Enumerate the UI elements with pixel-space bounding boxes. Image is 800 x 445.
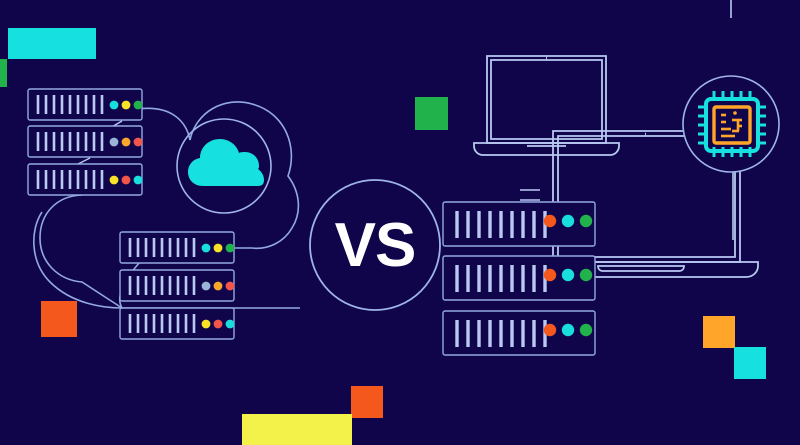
server-led (561, 214, 575, 228)
server-unit (27, 88, 143, 121)
vs-circle (309, 179, 441, 311)
deco-cyan-square-br (734, 347, 766, 379)
server-led (561, 268, 575, 282)
deco-cyan-bar-top-left (8, 28, 96, 59)
deco-green-strip-left (0, 59, 7, 87)
server-led (543, 268, 557, 282)
deco-yellow-bar-bottom (242, 414, 352, 445)
server-led (543, 214, 557, 228)
cloud-icon (188, 139, 264, 186)
deco-orange-square-left (41, 301, 77, 337)
server-unit (442, 201, 596, 247)
deco-orange-square-mid (351, 386, 383, 418)
server-led (109, 100, 119, 110)
server-unit (119, 307, 235, 340)
cloud-icon-circle (176, 118, 272, 214)
deco-green-square-top (415, 97, 448, 130)
server-led (543, 323, 557, 337)
server-led (579, 323, 593, 337)
chip-body (704, 97, 760, 153)
server-led (225, 281, 235, 291)
server-led (121, 175, 131, 185)
server-led (579, 214, 593, 228)
server-stack-right (442, 201, 596, 356)
server-stack-lower (119, 231, 235, 340)
server-unit (27, 125, 143, 158)
chip-core-detail (721, 113, 742, 138)
server-unit (442, 310, 596, 356)
server-led (109, 175, 119, 185)
server-led (121, 137, 131, 147)
server-led (201, 319, 211, 329)
cpu-chip-icon-group (682, 75, 780, 173)
server-unit (119, 231, 235, 264)
server-led (213, 281, 223, 291)
server-stack-upper (27, 88, 143, 196)
server-led (213, 319, 223, 329)
deco-orange-square-br (703, 316, 735, 348)
server-led (201, 243, 211, 253)
server-unit (119, 269, 235, 302)
laptop-back (473, 55, 620, 156)
server-led (109, 137, 119, 147)
server-led (225, 319, 235, 329)
cloud-icon-group (176, 118, 272, 214)
server-unit (27, 163, 143, 196)
vs-label: VS (334, 210, 417, 280)
server-led (579, 268, 593, 282)
server-led (121, 100, 131, 110)
server-led (133, 175, 143, 185)
server-led (133, 100, 143, 110)
server-led (561, 323, 575, 337)
decoration-layer (0, 28, 766, 445)
server-led (133, 137, 143, 147)
server-led (201, 281, 211, 291)
server-unit (442, 255, 596, 301)
server-led (213, 243, 223, 253)
server-led (225, 243, 235, 253)
chip-core (712, 105, 752, 145)
